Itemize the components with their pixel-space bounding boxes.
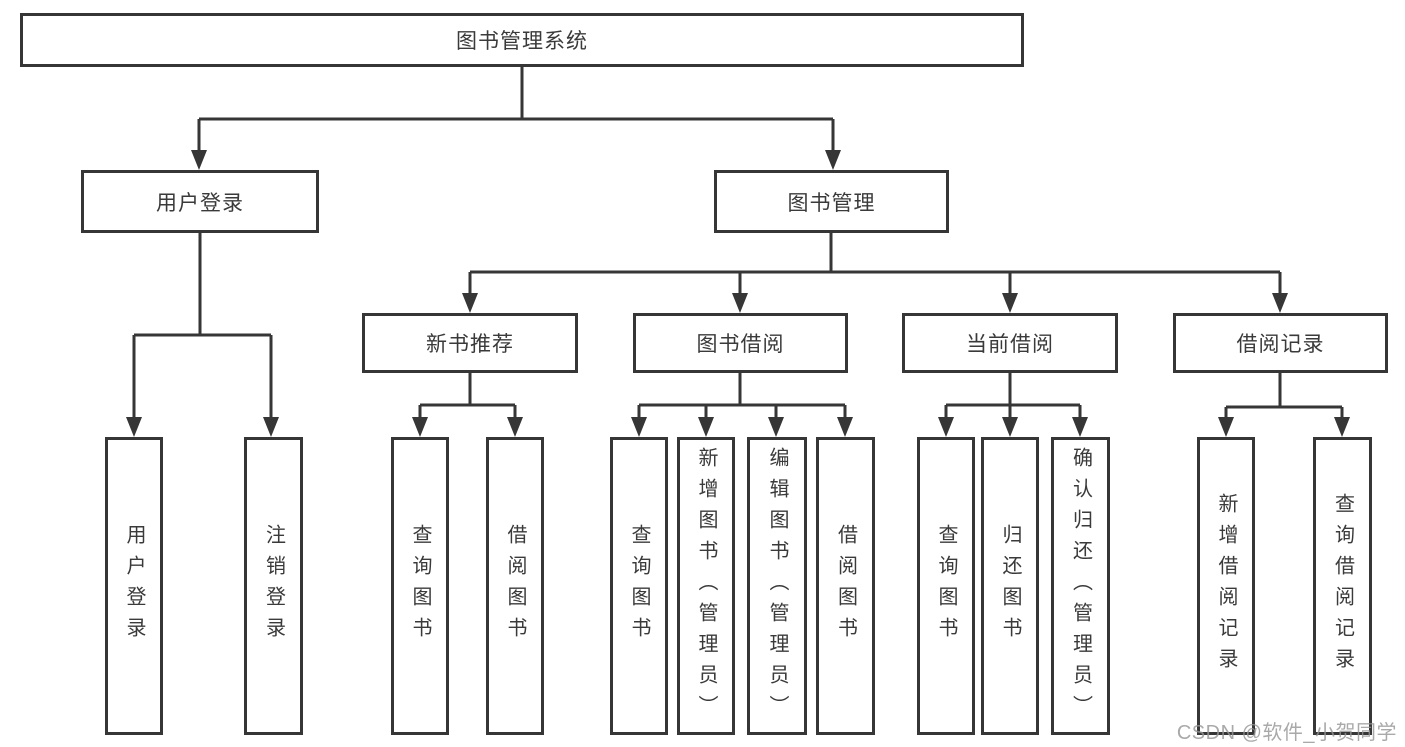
leaf-query-books-1: 查询图书 [391, 437, 449, 735]
leaf-edit-books-admin: 编辑图书（管理员） [747, 437, 807, 735]
leaf-borrow-books-1: 借阅图书 [486, 437, 544, 735]
node-book-management: 图书管理 [714, 170, 949, 233]
leaf-label: 查询图书 [935, 524, 957, 648]
node-new-book-recommend: 新书推荐 [362, 313, 578, 373]
leaf-label: 归还图书 [999, 524, 1021, 648]
leaf-query-books-3: 查询图书 [917, 437, 975, 735]
node-current-borrow: 当前借阅 [902, 313, 1118, 373]
leaf-user-login: 用户登录 [105, 437, 163, 735]
node-label: 图书借阅 [696, 333, 785, 356]
node-user-login: 用户登录 [81, 170, 319, 233]
node-label: 用户登录 [156, 191, 244, 215]
leaf-label: 查询借阅记录 [1331, 493, 1354, 679]
leaf-borrow-books-2: 借阅图书 [816, 437, 875, 735]
leaf-label: 查询图书 [409, 524, 431, 648]
leaf-query-borrow-record: 查询借阅记录 [1313, 437, 1372, 735]
leaf-label: 查询图书 [628, 524, 650, 648]
node-label: 新书推荐 [426, 333, 514, 356]
leaf-label: 注销登录 [262, 524, 285, 648]
leaf-label: 用户登录 [123, 524, 145, 648]
node-library-management-system: 图书管理系统 [20, 13, 1024, 67]
node-label: 图书管理系统 [456, 30, 588, 53]
leaf-label: 新增借阅记录 [1215, 493, 1237, 679]
node-borrow-records: 借阅记录 [1173, 313, 1388, 373]
leaf-label: 借阅图书 [504, 524, 526, 648]
leaf-confirm-return-admin: 确认归还（管理员） [1051, 437, 1110, 735]
csdn-watermark: CSDN @软件_小贺同学 [1176, 722, 1397, 744]
node-label: 当前借阅 [966, 333, 1054, 356]
leaf-return-books: 归还图书 [981, 437, 1039, 735]
leaf-query-books-2: 查询图书 [610, 437, 668, 735]
leaf-label: 借阅图书 [834, 524, 857, 648]
node-book-borrow: 图书借阅 [633, 313, 848, 373]
node-label: 图书管理 [787, 191, 876, 215]
leaf-label: 确认归还（管理员） [1069, 446, 1092, 726]
leaf-logout-login: 注销登录 [244, 437, 303, 735]
leaf-add-books-admin: 新增图书（管理员） [677, 437, 735, 735]
leaf-add-borrow-record: 新增借阅记录 [1197, 437, 1255, 735]
leaf-label: 编辑图书（管理员） [766, 446, 788, 726]
node-label: 借阅记录 [1236, 333, 1325, 356]
leaf-label: 新增图书（管理员） [695, 446, 717, 726]
